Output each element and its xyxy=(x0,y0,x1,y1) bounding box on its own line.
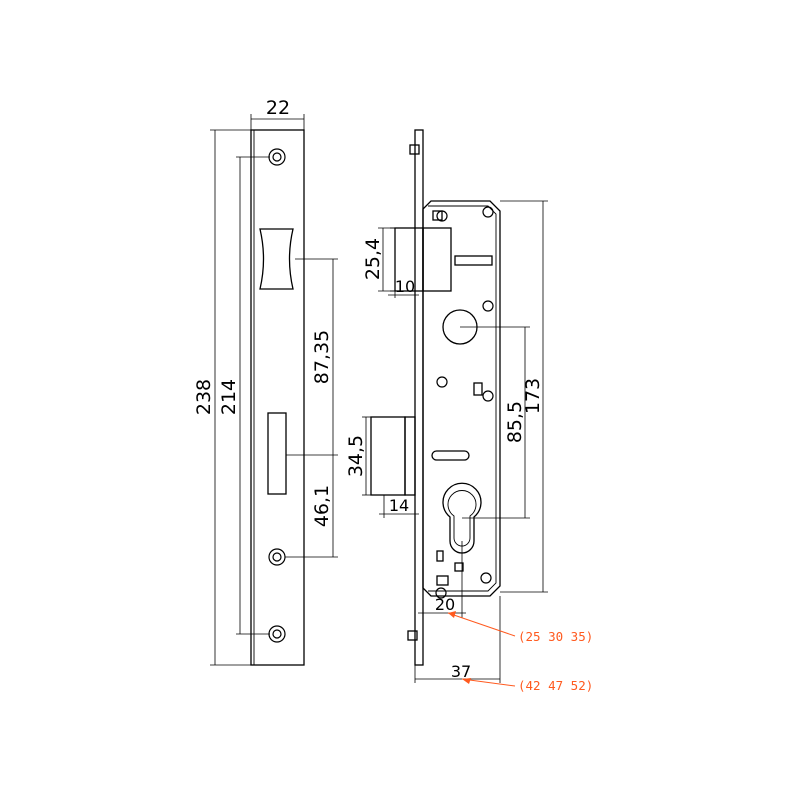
dim-screw-spacing: 214 xyxy=(218,156,270,635)
dim-handle-to-cylinder: 85,5 xyxy=(460,326,530,519)
side-deadbolt-neck xyxy=(404,416,416,496)
front-plate-outline xyxy=(250,129,305,666)
side-latch-body xyxy=(422,227,452,292)
dim-case-height-label: 173 xyxy=(522,378,544,414)
case-slot-mid xyxy=(473,382,483,396)
dim-latch-throw-label: 10 xyxy=(395,277,415,296)
lock-case xyxy=(422,200,501,597)
case-oval-slot xyxy=(431,450,470,461)
dim-bolt-to-screw-label: 46,1 xyxy=(311,485,333,527)
case-screw-bottom-right xyxy=(480,572,492,584)
case-slot-bottom xyxy=(436,550,444,562)
dim-latch-to-bolt: 87,35 xyxy=(286,258,338,456)
case-slot-top xyxy=(432,210,443,221)
backset-options-callout: (25 30 35) xyxy=(447,611,593,644)
dim-latch-height-label: 25,4 xyxy=(362,238,384,280)
screw-hole-top xyxy=(268,148,286,166)
dim-latch-throw: 10 xyxy=(388,277,419,298)
backset-options-label: (25 30 35) xyxy=(518,629,593,644)
screw-hole-bottom xyxy=(268,625,286,643)
dim-plate-width-label: 22 xyxy=(266,97,290,119)
dim-handle-to-cylinder-label: 85,5 xyxy=(504,401,526,443)
dim-bolt-height-label: 34,5 xyxy=(345,435,367,477)
front-plate: 22 238 214 87,35 46,1 xyxy=(193,97,338,666)
depth-options-callout: (42 47 52) xyxy=(461,678,593,693)
case-slot-horizontal xyxy=(454,255,493,266)
side-faceplate xyxy=(414,129,424,666)
case-screw-upper-right xyxy=(482,300,494,312)
deadbolt-slot xyxy=(267,412,287,495)
faceplate-slot-top xyxy=(409,144,420,155)
dim-total-height: 238 xyxy=(193,129,251,666)
side-deadbolt xyxy=(370,416,406,496)
screw-hole-middle xyxy=(268,548,286,566)
dim-depth-label: 37 xyxy=(451,662,471,681)
dim-bolt-throw: 14 xyxy=(379,495,419,518)
dim-depth: 37 xyxy=(414,596,501,683)
case-screw-top-right xyxy=(482,206,494,218)
dim-latch-to-bolt-label: 87,35 xyxy=(311,330,333,384)
dim-total-height-label: 238 xyxy=(193,379,215,415)
case-screw-bottom-left xyxy=(435,587,447,599)
dim-plate-width: 22 xyxy=(250,97,305,130)
lock-case-inner xyxy=(428,205,497,592)
dim-bolt-throw-label: 14 xyxy=(389,496,409,515)
dim-backset-label: 20 xyxy=(435,595,455,614)
dim-bolt-height: 34,5 xyxy=(345,416,371,496)
dim-backset: 20 xyxy=(418,541,466,618)
dim-latch-height: 25,4 xyxy=(362,227,395,292)
faceplate-slot-bottom xyxy=(407,630,418,641)
latch-cutout xyxy=(259,228,294,290)
side-view: 25,4 10 34,5 14 85,5 xyxy=(345,129,593,693)
case-screw-mid xyxy=(436,376,448,388)
cylinder-hole xyxy=(442,482,482,554)
dim-bolt-to-screw: 46,1 xyxy=(285,455,338,558)
case-slot-bottom-2 xyxy=(436,575,449,586)
dim-screw-spacing-label: 214 xyxy=(218,379,240,415)
depth-options-label: (42 47 52) xyxy=(518,678,593,693)
case-screw-mid-right xyxy=(482,390,494,402)
case-slot-bottom-3 xyxy=(454,562,464,572)
dim-case-height: 173 xyxy=(500,200,548,593)
